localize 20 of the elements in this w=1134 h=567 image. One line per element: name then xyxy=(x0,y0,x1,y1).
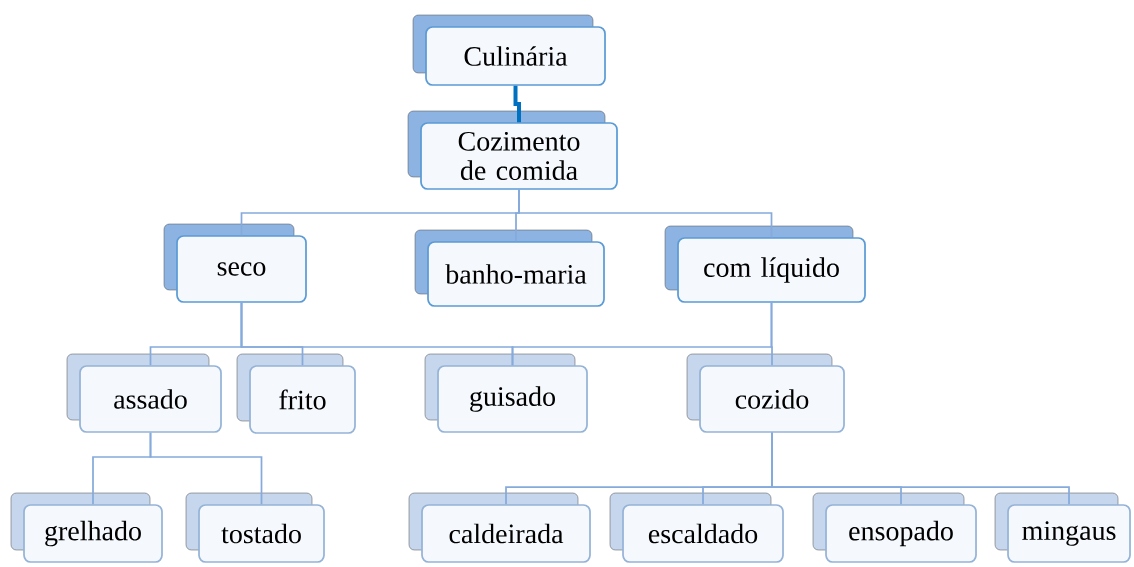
connector xyxy=(770,302,773,366)
box: caldeirada xyxy=(408,492,591,563)
box: tostado xyxy=(185,492,325,563)
box: grelhado xyxy=(10,492,163,563)
box: mingaus xyxy=(994,492,1131,563)
connector xyxy=(518,189,773,238)
box: seco xyxy=(163,223,307,303)
box: guisado xyxy=(424,353,588,433)
box: frito xyxy=(236,353,356,434)
box: com líquido xyxy=(664,225,866,303)
box: Cozimento de comida xyxy=(407,110,618,190)
box: ensopado xyxy=(812,492,977,563)
connector xyxy=(149,432,263,505)
box: assado xyxy=(66,353,222,433)
connector xyxy=(513,85,521,123)
box: cozido xyxy=(686,353,845,433)
connector xyxy=(771,432,1070,505)
box: banho-maria xyxy=(414,229,605,307)
box: escaldado xyxy=(609,492,784,563)
box: Culinária xyxy=(412,14,606,86)
